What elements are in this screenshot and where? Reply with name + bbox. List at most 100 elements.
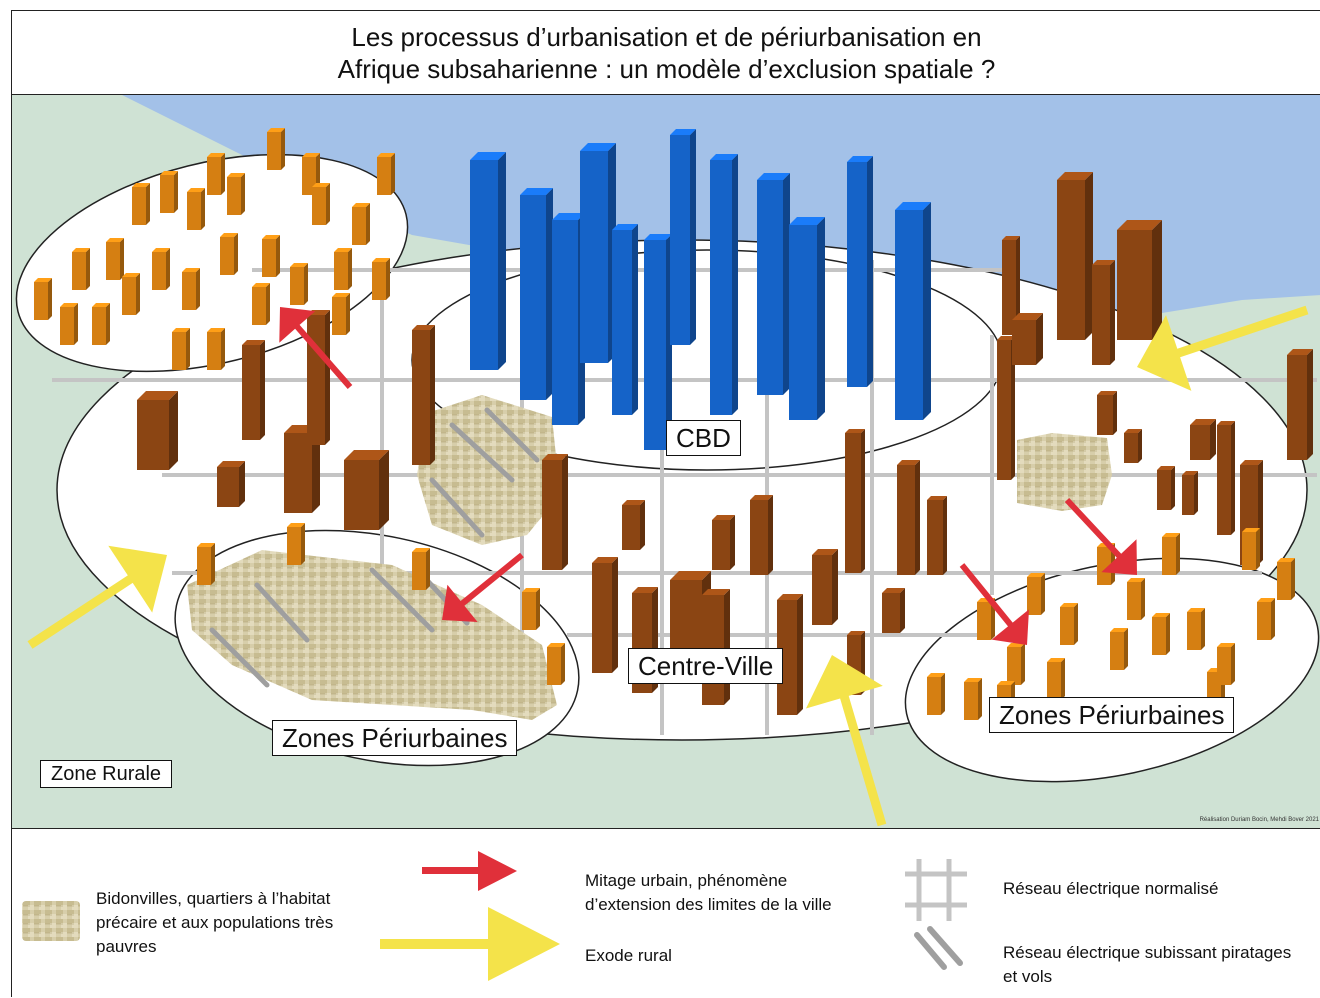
periurban-house <box>1060 603 1078 645</box>
dense-building <box>307 310 330 445</box>
cbd-tower <box>670 129 696 345</box>
periurban-house <box>207 328 225 370</box>
dense-building <box>702 589 730 705</box>
dense-building <box>1124 429 1142 463</box>
periurban-house <box>290 263 308 305</box>
dense-building <box>1287 349 1313 460</box>
cbd-tower <box>847 156 873 387</box>
cbd-tower <box>644 234 672 450</box>
cbd-label: CBD <box>666 420 741 456</box>
cbd-tower <box>757 173 790 395</box>
legend-yellow-arrow-text: Exode rural <box>585 946 672 965</box>
periurban-house <box>964 678 982 720</box>
dense-building <box>622 500 645 550</box>
dense-building <box>344 450 389 530</box>
red-arrow <box>1064 498 1137 575</box>
periurban-house <box>1027 573 1045 615</box>
dense-building <box>1117 220 1162 340</box>
legend-slum-text: Bidonvilles, quartiers à l’habitat préca… <box>96 889 334 956</box>
periurban-house <box>1187 608 1205 650</box>
title-bar: Les processus d’urbanisation et de périu… <box>12 11 1320 95</box>
diagram-frame: Les processus d’urbanisation et de périu… <box>11 10 1320 997</box>
periurban-house <box>106 238 124 280</box>
periurban-house <box>547 643 565 685</box>
periurban-house <box>1217 643 1235 685</box>
dense-building <box>412 325 435 465</box>
dense-building <box>1157 466 1175 510</box>
legend-icons <box>22 851 967 981</box>
cbd-tower <box>470 152 506 370</box>
periurban-house <box>262 235 280 277</box>
red-arrow-icon <box>422 851 517 891</box>
periurban-house <box>1127 578 1145 620</box>
periurban-house <box>1047 658 1065 700</box>
periurban-house <box>1007 643 1025 685</box>
rural-label: Zone Rurale <box>40 760 173 788</box>
dense-building <box>777 594 803 715</box>
red-arrow <box>442 552 524 622</box>
dense-building <box>1002 236 1020 335</box>
periurban-house <box>334 248 352 290</box>
dense-building <box>1097 391 1117 435</box>
periurban-house <box>1110 628 1128 670</box>
cbd-tower <box>520 188 553 400</box>
broken-lines-icon <box>914 926 963 970</box>
dense-building <box>812 549 838 625</box>
slum-area-right <box>1017 433 1112 511</box>
periurban-house <box>172 328 190 370</box>
slum-areas <box>187 395 1112 720</box>
red-arrow <box>279 307 353 389</box>
dense-building <box>712 515 735 570</box>
dense-building <box>927 496 947 575</box>
periurban-house <box>1162 533 1180 575</box>
map-svg <box>12 95 1320 828</box>
dense-building <box>845 429 865 573</box>
dense-building <box>242 340 265 440</box>
legend-grid-pirated-text: Réseau électrique subissant piratages et… <box>1003 943 1292 986</box>
dense-building <box>1057 172 1093 340</box>
centre-ville-label: Centre-Ville <box>628 648 784 684</box>
periurban-house <box>332 293 350 335</box>
dense-building <box>217 461 245 507</box>
legend-grid-normal-text: Réseau électrique normalisé <box>1003 879 1219 898</box>
periurban-house <box>132 183 150 225</box>
dense-building <box>1217 421 1235 535</box>
cbd-tower <box>612 224 638 415</box>
dense-building <box>1182 471 1198 515</box>
slum-cluster-icon <box>22 901 80 941</box>
periurban-house <box>927 673 945 715</box>
periurban-house <box>187 188 205 230</box>
periurban-house <box>1257 598 1275 640</box>
legend: Bidonvilles, quartiers à l’habitat préca… <box>12 829 1320 998</box>
periurban-house <box>152 248 170 290</box>
periurban-house <box>1277 558 1295 600</box>
yellow-arrow <box>27 545 167 649</box>
slum-area-bottom-left <box>187 550 557 720</box>
dense-building <box>997 336 1015 480</box>
dense-building <box>882 588 905 633</box>
credit-text: Réalisation Duriam Bocin, Mehdi Bover 20… <box>1199 817 1319 823</box>
periurban-house <box>60 303 78 345</box>
cbd-tower <box>580 143 616 363</box>
dense-building <box>137 391 178 470</box>
periurban-house <box>72 248 90 290</box>
red-arrow <box>959 563 1029 645</box>
periurban-house <box>312 183 330 225</box>
dense-building <box>1092 260 1115 365</box>
grid-hash-icon <box>905 859 967 921</box>
buildings-layer <box>34 128 1313 723</box>
dense-building <box>1190 419 1216 460</box>
yellow-arrow <box>1137 305 1309 391</box>
periurban-house <box>92 303 110 345</box>
periurban-house <box>122 273 140 315</box>
periurban-house <box>377 153 395 195</box>
periurban-house <box>1152 613 1170 655</box>
periurban-house <box>227 173 245 215</box>
periurban-house <box>1242 528 1260 570</box>
urban-model-map: CBD Centre-Ville Zones Périurbaines Zone… <box>12 95 1320 829</box>
periurban-house <box>182 268 200 310</box>
periurban-house <box>412 548 430 590</box>
dense-building <box>750 495 773 575</box>
title-line-2: Afrique subsaharienne : un modèle d’excl… <box>337 54 996 84</box>
periurban-house <box>267 128 285 170</box>
